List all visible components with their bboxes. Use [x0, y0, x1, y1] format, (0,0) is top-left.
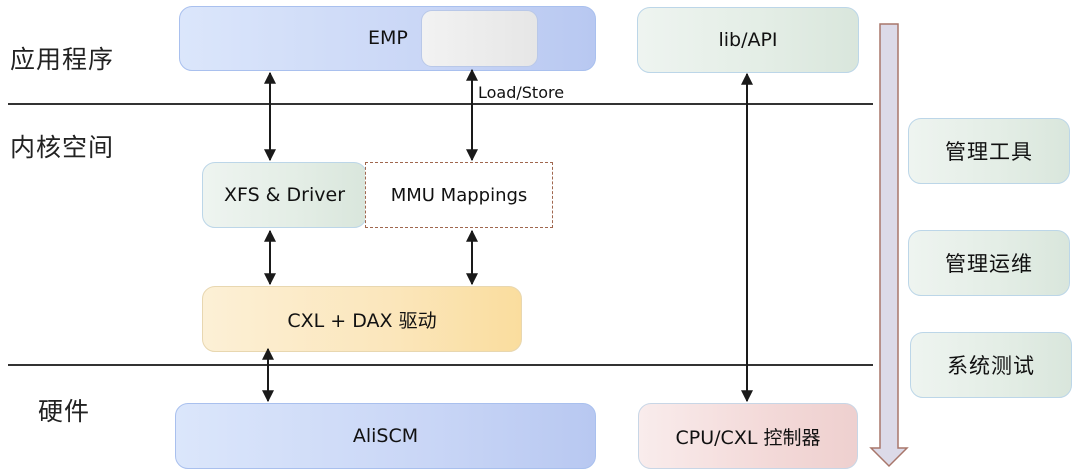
big-down-arrow-icon: [869, 23, 909, 468]
cxl-dax-driver-box[interactable]: CXL + DAX 驱动: [202, 286, 522, 352]
side-item-label: 系统测试: [947, 354, 1035, 378]
side-item-operations[interactable]: 管理运维: [908, 230, 1070, 296]
cpu-cxl-controller-label: CPU/CXL 控制器: [675, 426, 821, 449]
cxl-dax-driver-label: CXL + DAX 驱动: [287, 309, 437, 332]
side-item-management-tools[interactable]: 管理工具: [908, 118, 1070, 184]
side-item-label: 管理工具: [945, 140, 1033, 164]
side-item-label: 管理运维: [945, 252, 1033, 276]
mmu-mappings-label: MMU Mappings: [390, 184, 528, 206]
cpu-cxl-controller-box[interactable]: CPU/CXL 控制器: [638, 403, 858, 469]
xfs-driver-box[interactable]: XFS & Driver: [202, 162, 367, 228]
divider-app-kernel: [8, 103, 873, 105]
aliscm-box[interactable]: AliSCM: [175, 403, 596, 469]
lib-api-label: lib/API: [718, 29, 778, 51]
emp-label: EMP: [368, 27, 408, 49]
emp-memory-region: [421, 10, 538, 67]
layer-label-application: 应用程序: [10, 45, 115, 74]
layer-label-kernel: 内核空间: [10, 133, 115, 162]
lib-api-box[interactable]: lib/API: [637, 7, 859, 73]
load-store-label: Load/Store: [478, 83, 565, 102]
xfs-driver-label: XFS & Driver: [223, 184, 346, 206]
layer-label-hardware: 硬件: [38, 397, 91, 426]
divider-kernel-hardware: [8, 364, 873, 366]
mmu-mappings-box[interactable]: MMU Mappings: [365, 162, 553, 228]
aliscm-label: AliSCM: [352, 425, 419, 447]
side-item-system-testing[interactable]: 系统测试: [910, 332, 1072, 398]
